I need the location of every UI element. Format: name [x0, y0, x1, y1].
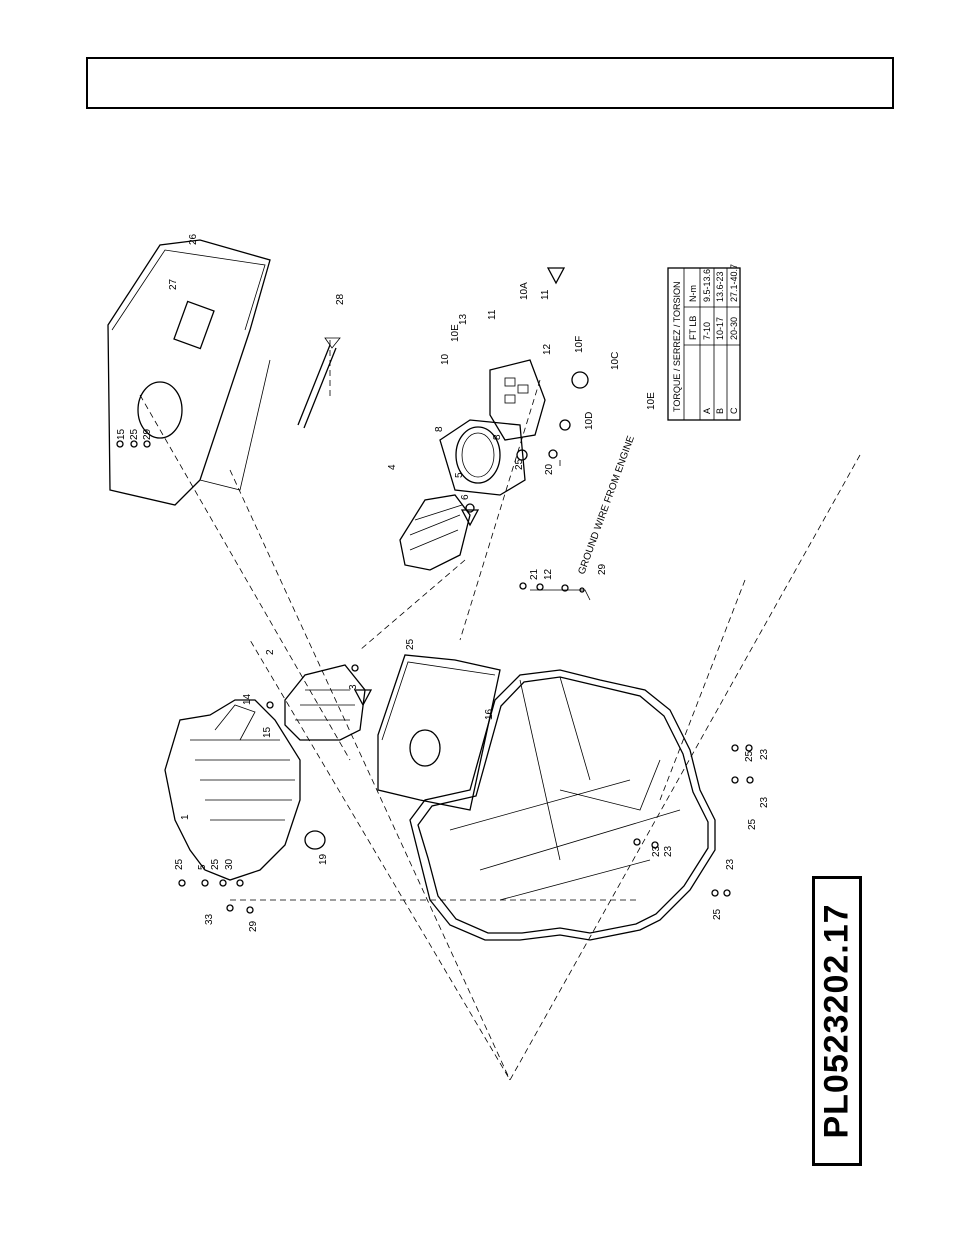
callout: 23	[663, 845, 674, 857]
torque-nm: 13.6-23	[715, 271, 725, 302]
callout: 26	[188, 233, 199, 245]
callout: 23	[759, 748, 770, 760]
callout: 8	[434, 426, 445, 432]
callout: 25	[174, 858, 185, 870]
torque-ftlb: 7-10	[702, 322, 712, 340]
torque-mark: B	[715, 408, 725, 414]
callout: 27	[168, 278, 179, 290]
ground-wire-note: GROUND WIRE FROM ENGINE	[576, 434, 637, 576]
torque-nm: 9.5-13.6	[702, 269, 712, 302]
torque-markers	[353, 267, 566, 707]
torque-mark: A	[702, 408, 712, 414]
callout: 10E	[646, 392, 657, 410]
torque-ftlb: 10-17	[715, 317, 725, 340]
torque-ftlb: 20-30	[729, 317, 739, 340]
callout: 29	[597, 563, 608, 575]
callout-labels: 26 27 28 15 25 29 11 13 10E 10 10A 11 12…	[116, 233, 770, 932]
callout: 11	[487, 309, 498, 320]
callout: 25	[712, 908, 723, 920]
guide-lines	[139, 340, 861, 1081]
callout: 6	[460, 494, 471, 500]
callout: 25	[747, 818, 758, 830]
fasteners	[116, 371, 754, 914]
callout: 3	[348, 684, 359, 690]
rod-36b	[297, 337, 341, 429]
callout: 30	[224, 858, 235, 870]
housing-2	[284, 664, 366, 741]
model-number-box: PL0523202.17	[812, 876, 862, 1166]
rotor-4	[399, 494, 471, 571]
callout: 33	[204, 913, 215, 925]
torque-nm: 27.1-40.7	[729, 264, 739, 302]
ground-wire	[530, 589, 591, 601]
model-number: PL0523202.17	[817, 903, 856, 1139]
callout: 10	[440, 353, 451, 365]
torque-header: TORQUE / SERREZ / TORSION	[672, 281, 682, 412]
callout: 15	[116, 428, 127, 440]
callout: 5	[454, 472, 465, 478]
callout: 23	[725, 858, 736, 870]
callout: 10E	[450, 324, 461, 342]
callout: 25	[514, 458, 525, 470]
callout: 14	[242, 693, 253, 705]
callout: 2	[265, 649, 276, 655]
panel-33	[377, 654, 501, 811]
stator-7	[439, 419, 526, 496]
callout: 25	[405, 638, 416, 650]
callout: 16	[484, 708, 495, 720]
callout: 10D	[584, 412, 595, 430]
callout: 25	[129, 428, 140, 440]
callout: 25	[744, 750, 755, 762]
callout: 10A	[519, 282, 530, 300]
callout: 12	[542, 343, 553, 355]
fuel-tank-36	[107, 239, 271, 506]
callout: 23	[759, 796, 770, 808]
callout: 1	[180, 814, 191, 820]
callout: 28	[335, 293, 346, 305]
callout: 29	[142, 428, 153, 440]
callout: 19	[318, 853, 329, 865]
engine-1	[164, 699, 326, 881]
callout: 13	[458, 313, 469, 325]
callout: 8	[492, 434, 503, 440]
callout: 20	[544, 463, 555, 475]
callout: 12	[543, 568, 554, 580]
callout: 10C	[610, 352, 621, 370]
header-box	[86, 57, 894, 109]
callout: 21	[529, 568, 540, 580]
callout: 25	[210, 858, 221, 870]
tube-frame	[409, 669, 716, 941]
callout: 23	[651, 845, 662, 857]
callout: 15	[262, 726, 273, 738]
callout: 29	[248, 920, 259, 932]
callout: 4	[387, 464, 398, 470]
torque-col-nm: N-m	[688, 285, 698, 302]
torque-col-ftlb: FT LB	[688, 316, 698, 340]
torque-mark: C	[729, 407, 739, 414]
callout: 10F	[574, 336, 585, 353]
callout: 11	[540, 289, 551, 300]
torque-table: TORQUE / SERREZ / TORSION FT LB N-m A 7-…	[667, 264, 741, 421]
callout: 5	[197, 864, 208, 870]
end-bell-10	[489, 359, 546, 441]
